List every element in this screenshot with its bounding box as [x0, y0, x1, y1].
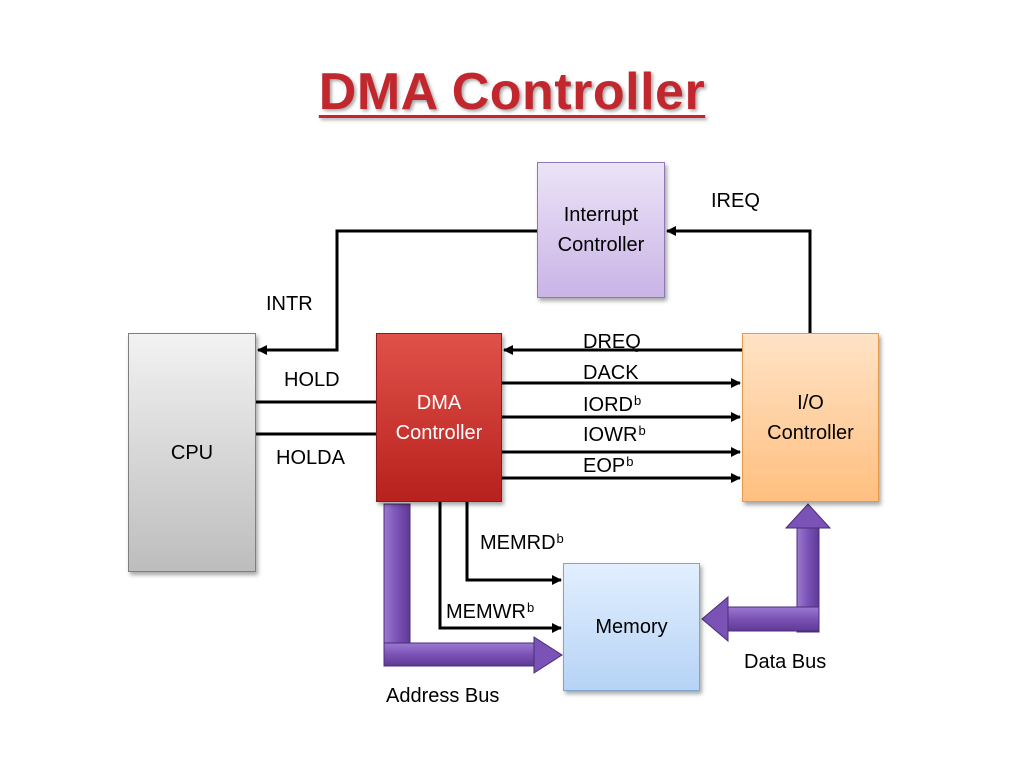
iord-label: IORDb: [583, 393, 642, 416]
data-bus-arrow: [701, 503, 832, 643]
holda-label: HOLDA: [276, 447, 345, 469]
dack-label: DACK: [583, 362, 639, 384]
intr-line: [257, 229, 537, 355]
address-bus-arrow: [383, 503, 563, 674]
page-title: DMA Controller: [318, 63, 706, 121]
iowr-label: IOWRb: [583, 423, 646, 446]
ireq-label: IREQ: [711, 190, 760, 212]
memrd-line: [465, 502, 562, 585]
hold-label: HOLD: [284, 369, 340, 391]
memrd-label: MEMRDb: [480, 531, 564, 554]
memwr-line: [438, 502, 562, 633]
address-bus-label: Address Bus: [386, 685, 500, 707]
eop-label: EOPb: [583, 454, 634, 477]
interrupt-controller-block: Interrupt Controller: [537, 162, 665, 298]
memwr-label: MEMWRb: [446, 600, 535, 623]
io-controller-block: I/O Controller: [742, 333, 879, 502]
intr-label: INTR: [266, 293, 313, 315]
ireq-line: [666, 226, 812, 333]
cpu-block: CPU: [128, 333, 256, 572]
memory-block: Memory: [563, 563, 700, 691]
dreq-label: DREQ: [583, 331, 641, 353]
dma-controller-block: DMA Controller: [376, 333, 502, 502]
data-bus-label: Data Bus: [744, 651, 827, 673]
